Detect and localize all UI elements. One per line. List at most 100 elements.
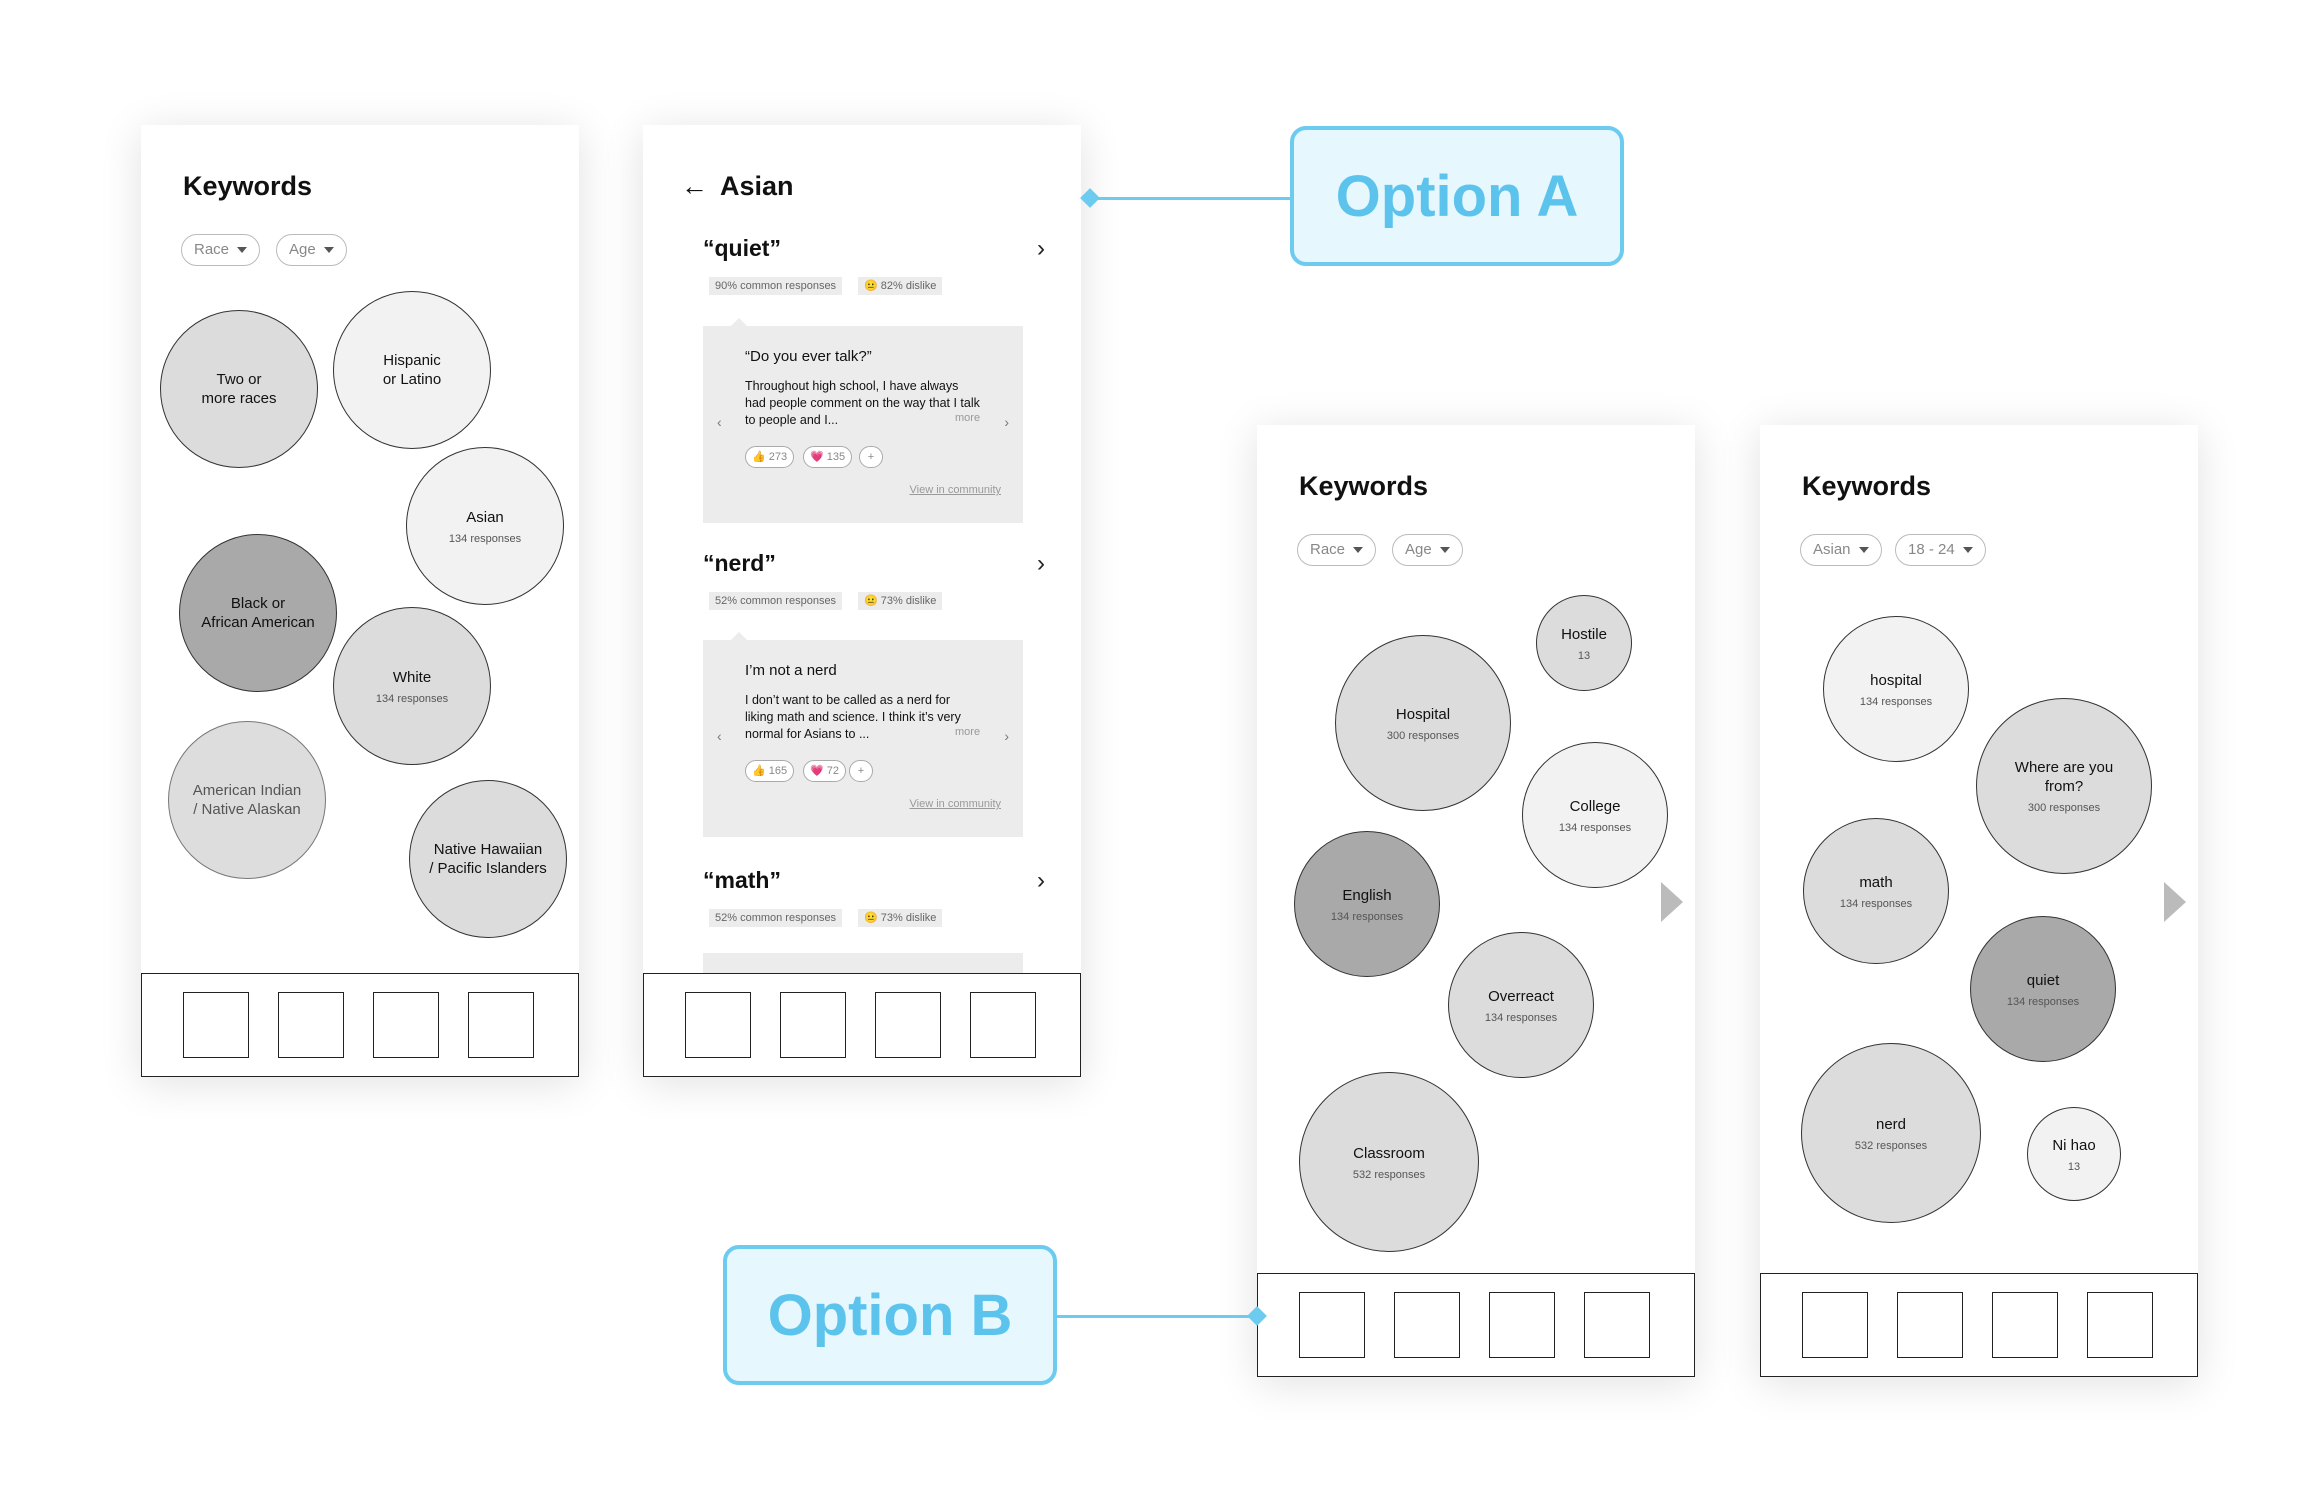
carousel-prev-icon[interactable]: ‹ <box>717 414 722 430</box>
dislike-tag: 😐 73% dislike <box>858 909 943 927</box>
tab-4[interactable] <box>1584 1292 1650 1358</box>
story-card[interactable]: ‹ “Do you ever talk?” Throughout high sc… <box>703 318 1023 523</box>
back-button[interactable]: ←Asian <box>681 171 794 201</box>
carousel-next-icon[interactable]: › <box>1004 728 1009 744</box>
tab-4[interactable] <box>468 992 534 1058</box>
race-filter-dropdown[interactable]: Race <box>181 234 261 266</box>
caret-down-icon <box>237 247 248 254</box>
bubble-native-hawaiian[interactable]: Native Hawaiian / Pacific Islanders <box>409 780 567 938</box>
chevron-right-icon[interactable]: › <box>1037 867 1045 894</box>
bubble-black-african-american[interactable]: Black or African American <box>179 534 337 692</box>
tab-3[interactable] <box>1489 1292 1555 1358</box>
bottom-tab-bar <box>1760 1273 2198 1377</box>
option-a-label: Option A <box>1290 126 1624 266</box>
next-arrow-icon[interactable] <box>2164 882 2186 922</box>
card-notch <box>731 318 747 326</box>
back-arrow-icon: ← <box>681 171 708 201</box>
hearts-reaction[interactable]: 💗 135 <box>803 446 853 468</box>
caret-down-icon <box>1962 547 1973 554</box>
carousel-next-icon[interactable]: › <box>1004 414 1009 430</box>
connector-line <box>1057 1315 1257 1318</box>
tab-2[interactable] <box>278 992 344 1058</box>
likes-reaction[interactable]: 👍 273 <box>745 446 795 468</box>
add-reaction-button[interactable]: + <box>849 760 873 782</box>
more-link[interactable]: more <box>955 412 981 424</box>
chevron-right-icon[interactable]: › <box>1037 235 1045 262</box>
tab-3[interactable] <box>1992 1292 2058 1358</box>
caret-down-icon <box>1858 547 1869 554</box>
option-b-label: Option B <box>723 1245 1057 1385</box>
age-filter-dropdown[interactable]: Age <box>1392 534 1463 566</box>
keyword-title-nerd[interactable]: “nerd” <box>703 550 776 576</box>
common-responses-tag: 52% common responses <box>709 592 843 610</box>
more-link[interactable]: more <box>955 726 981 738</box>
tab-2[interactable] <box>780 992 846 1058</box>
bubble-american-indian[interactable]: American Indian / Native Alaskan <box>168 721 326 879</box>
story-quote: I’m not a nerd <box>745 662 837 679</box>
tab-1[interactable] <box>1299 1292 1365 1358</box>
tab-1[interactable] <box>1802 1292 1868 1358</box>
tab-1[interactable] <box>685 992 751 1058</box>
story-body: I don’t want to be called as a nerd for … <box>745 693 961 741</box>
hearts-reaction[interactable]: 💗 72 <box>803 760 847 782</box>
caret-down-icon <box>1353 547 1364 554</box>
heart-icon: 💗 <box>810 451 827 463</box>
heart-icon: 💗 <box>810 765 827 777</box>
age-filter-dropdown[interactable]: 18 - 24 <box>1895 534 1986 566</box>
emoji-icon: 😐 <box>864 595 881 607</box>
card-notch <box>731 632 747 640</box>
emoji-icon: 😐 <box>864 280 881 292</box>
bubble-hispanic-latino[interactable]: Hispanic or Latino <box>333 291 491 449</box>
story-card[interactable]: ‹ I’m not a nerd I don’t want to be call… <box>703 632 1023 837</box>
page-title: Keywords <box>183 171 313 201</box>
bottom-tab-bar <box>141 973 579 1077</box>
dislike-tag: 😐 82% dislike <box>858 277 943 295</box>
tab-2[interactable] <box>1394 1292 1460 1358</box>
bottom-tab-bar <box>643 973 1081 1077</box>
page-title: Keywords <box>1299 471 1429 501</box>
race-filter-dropdown[interactable]: Asian <box>1800 534 1882 566</box>
add-reaction-button[interactable]: + <box>859 446 883 468</box>
caret-down-icon <box>323 247 334 254</box>
connector-line <box>1090 197 1291 200</box>
common-responses-tag: 90% common responses <box>709 277 843 295</box>
likes-reaction[interactable]: 👍 165 <box>745 760 795 782</box>
tab-3[interactable] <box>373 992 439 1058</box>
bubble-where-are-you-from[interactable]: Where are you from?300 responses <box>1976 698 2152 874</box>
tab-3[interactable] <box>875 992 941 1058</box>
story-body: Throughout high school, I have always ha… <box>745 379 980 427</box>
emoji-icon: 😐 <box>864 912 881 924</box>
screen-asian-detail: ←Asian “quiet” › 90% common responses 😐 … <box>643 125 1081 1077</box>
thumbs-up-icon: 👍 <box>752 765 769 777</box>
tab-4[interactable] <box>970 992 1036 1058</box>
tab-4[interactable] <box>2087 1292 2153 1358</box>
view-in-community-link[interactable]: View in community <box>909 484 1002 496</box>
chevron-right-icon[interactable]: › <box>1037 550 1045 577</box>
tab-1[interactable] <box>183 992 249 1058</box>
race-filter-dropdown[interactable]: Race <box>1297 534 1377 566</box>
bubble-two-or-more-races[interactable]: Two or more races <box>160 310 318 468</box>
caret-down-icon <box>1439 547 1450 554</box>
dislike-tag: 😐 73% dislike <box>858 592 943 610</box>
view-in-community-link[interactable]: View in community <box>909 798 1002 810</box>
age-filter-dropdown[interactable]: Age <box>276 234 347 266</box>
next-arrow-icon[interactable] <box>1661 882 1683 922</box>
carousel-prev-icon[interactable]: ‹ <box>717 728 722 744</box>
tab-2[interactable] <box>1897 1292 1963 1358</box>
keyword-title-quiet[interactable]: “quiet” <box>703 235 781 261</box>
keyword-title-math[interactable]: “math” <box>703 867 781 893</box>
